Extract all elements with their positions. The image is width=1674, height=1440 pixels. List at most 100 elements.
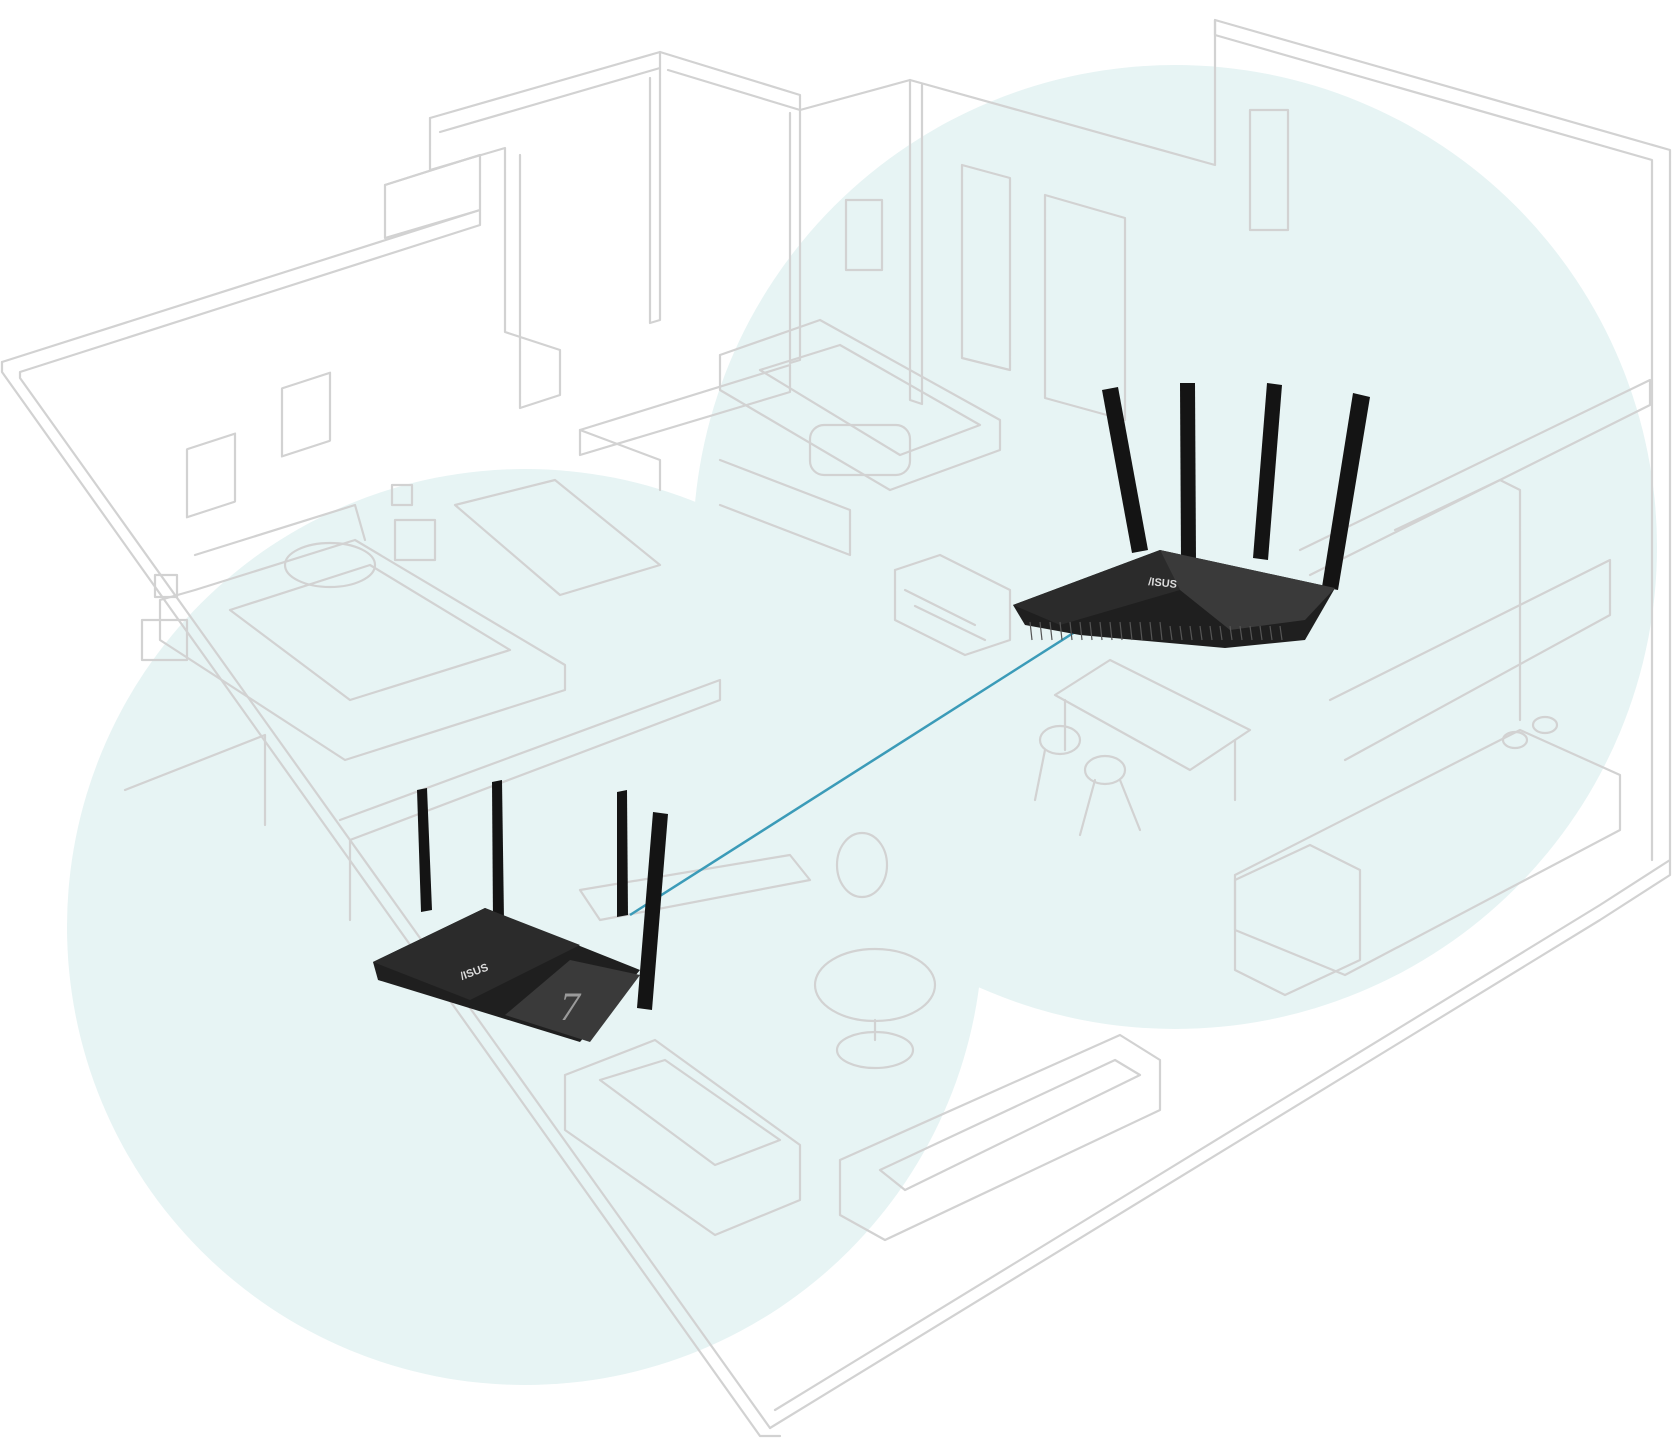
node-router-antennas [1102, 383, 1370, 590]
node-router-top-left [1013, 550, 1180, 625]
window-left-1 [185, 432, 237, 519]
chair-leg-2 [1078, 778, 1097, 837]
vent-slat [1099, 621, 1103, 641]
floor-plan [0, 18, 1672, 1438]
chair-leg-3 [1118, 778, 1142, 832]
back-wall-right [658, 50, 802, 112]
vent-slat [1279, 625, 1283, 641]
bed-right-mattress [758, 343, 982, 457]
window-left-2 [280, 371, 332, 458]
coverage-zones [67, 65, 1657, 1385]
tv-console [578, 853, 812, 922]
wardrobe-left [123, 733, 267, 827]
vent-slat [1049, 621, 1053, 641]
node-router-vents [1029, 621, 1283, 641]
fridge [1233, 843, 1362, 997]
vent-slat [1119, 621, 1123, 641]
antenna-icon [492, 780, 504, 922]
node-coverage-zone [693, 65, 1657, 1029]
primary-router-top-right [505, 960, 640, 1042]
center-wall-2 [788, 108, 802, 365]
back-wall-top [428, 50, 662, 134]
vent-slat [1179, 625, 1183, 641]
vent-slat [1199, 625, 1203, 641]
primary-router-model-badge: 7 [560, 984, 582, 1029]
stair-step-1 [903, 588, 977, 627]
stair-step-2 [913, 604, 987, 642]
backhaul-link [629, 628, 1079, 917]
vase [835, 831, 889, 899]
vent-slat [1239, 625, 1243, 641]
vent-slat [1189, 625, 1193, 641]
node-router: /ISUS [1013, 383, 1370, 648]
chair-leg-1 [1033, 748, 1047, 802]
stairs [893, 553, 1012, 657]
counter-back [1298, 378, 1652, 577]
stove-burner-2 [1531, 715, 1559, 735]
vent-slat [1039, 621, 1043, 641]
bed-right-pillow [808, 423, 912, 477]
bench-left [453, 478, 662, 597]
outer-wall-bottom [768, 858, 1672, 1430]
window-tall-back [1248, 108, 1290, 232]
wardrobe-right [718, 458, 852, 557]
nightstand-1 [140, 618, 189, 662]
kitchen-counter [1328, 558, 1612, 762]
primary-router-top-left [373, 908, 580, 1000]
vent-slat [1159, 621, 1163, 641]
back-wall-far [798, 18, 1217, 167]
vent-slat [1219, 625, 1223, 641]
bedroom-partition-2 [578, 428, 662, 492]
sofa-right [838, 1033, 1162, 1242]
vent-slat [1079, 621, 1083, 641]
antenna-icon [617, 790, 628, 917]
window-back [844, 198, 884, 272]
stove-burner-1 [1501, 730, 1529, 750]
vent-slat [1269, 625, 1273, 641]
bed-left-headboard [193, 503, 367, 557]
vent-slat [1029, 621, 1033, 641]
nightstand-2 [393, 518, 437, 562]
bed-right-frame [718, 318, 1002, 492]
outer-wall-left [0, 208, 772, 1430]
primary-router: /ISUS 7 [373, 780, 668, 1042]
vent-slat [1129, 621, 1133, 641]
bed-left-frame [158, 538, 567, 762]
bed-left-mattress [228, 563, 512, 702]
vent-slat [1109, 621, 1113, 641]
living-wall [338, 678, 722, 922]
vent-slat [1259, 625, 1263, 641]
partition-top [908, 78, 924, 406]
entry-wall [428, 116, 562, 410]
dining-table [1053, 658, 1252, 772]
vent-slat [1069, 621, 1073, 641]
lamp-2 [390, 483, 414, 507]
vent-slat [1149, 621, 1153, 641]
sofa-right-seat [878, 1058, 1142, 1192]
vent-slat [1089, 621, 1093, 641]
vent-slat [1229, 625, 1233, 641]
cabinet-right [1393, 478, 1522, 722]
outer-wall-left-inner [0, 360, 782, 1438]
antenna-icon [1102, 387, 1148, 553]
bed-left-pillow [283, 541, 377, 589]
vent-slat [1249, 625, 1253, 641]
node-router-top-right [1160, 550, 1335, 630]
vent-slat [1059, 621, 1063, 641]
antenna-icon [637, 812, 668, 1010]
chair-1 [1038, 724, 1082, 756]
antenna-icon [1322, 393, 1370, 590]
primary-router-antennas [417, 780, 668, 1010]
glass-door [960, 163, 1012, 372]
vent-slat [1139, 621, 1143, 641]
vent-slat [1209, 625, 1213, 641]
antenna-icon [1180, 383, 1196, 560]
node-router-brand-label: /ISUS [1148, 576, 1178, 591]
sofa-left-seat [598, 1058, 782, 1167]
lamp-1 [153, 573, 179, 599]
sofa-left [563, 1038, 802, 1237]
center-wall [648, 66, 662, 325]
chair-2 [1083, 754, 1127, 786]
vent-slat [1169, 625, 1173, 641]
antenna-icon [417, 788, 432, 912]
